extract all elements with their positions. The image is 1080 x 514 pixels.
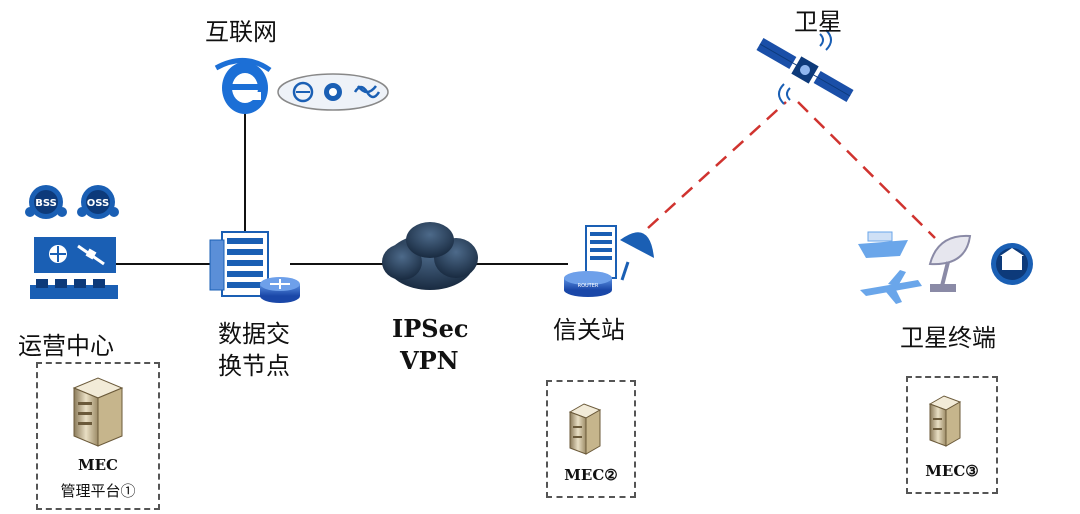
mec-2-title: MEC② (564, 466, 618, 484)
cloud-icon (382, 222, 478, 290)
ship-icon (858, 231, 908, 258)
control-room-icon (30, 237, 118, 299)
router-icon (260, 277, 300, 303)
mec-box-3: MEC③ (906, 376, 998, 494)
dish-icon (928, 234, 972, 292)
bss-icon: BSS (25, 185, 67, 219)
satellite-label: 卫星 (794, 8, 842, 36)
gateway-label: 信关站 (553, 316, 625, 344)
satellite-signal-icon (778, 83, 791, 105)
internet-label: 互联网 (205, 18, 277, 46)
mec-3-title: MEC③ (925, 462, 979, 480)
plane-icon (860, 270, 922, 304)
router-caption: ROUTER (578, 283, 599, 289)
mec-box-1: MEC 管理平台① (36, 362, 160, 510)
link-satellite-terminal (797, 101, 936, 239)
oss-icon: OSS (77, 185, 119, 219)
link-gateway-satellite (647, 101, 787, 229)
bss-badge: BSS (35, 198, 57, 209)
oss-badge: OSS (87, 198, 109, 209)
link-lines (115, 101, 936, 265)
mec-box-2: MEC② (546, 380, 636, 498)
gateway-station-icon: ROUTER (564, 225, 654, 297)
satellite-icon (756, 37, 854, 103)
switch-node-label-1: 数据交 (218, 320, 290, 348)
satellite-signal-icon-2 (819, 29, 832, 51)
ops-center-label: 运营中心 (18, 332, 114, 360)
server-rack-icon (209, 231, 269, 297)
mec-1-subtitle: 管理平台① (60, 482, 136, 500)
ie-icon (214, 58, 272, 114)
vpn-label-1: IPSec (392, 314, 469, 343)
vpn-label-2: VPN (400, 346, 459, 375)
server-icon (72, 377, 124, 447)
building-icon (991, 243, 1033, 285)
server-icon (568, 403, 602, 455)
switch-node-label-2: 换节点 (218, 352, 290, 380)
mec-1-title: MEC (78, 456, 118, 474)
isp-logos-icon (277, 73, 389, 111)
server-icon (928, 395, 962, 447)
terminal-label: 卫星终端 (900, 324, 996, 352)
